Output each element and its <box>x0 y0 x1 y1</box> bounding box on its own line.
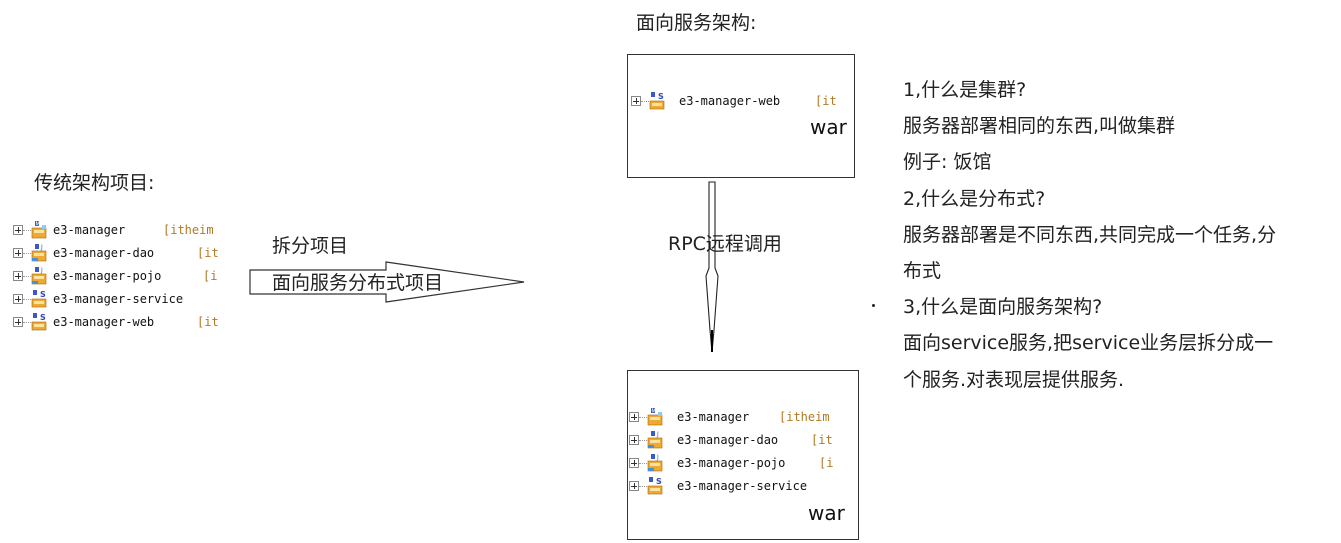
left-project-tree: M e3-manager [itheim J e3-manager-dao [i… <box>13 220 228 336</box>
maven-project-icon: M <box>31 221 47 239</box>
maven-jar-icon: J <box>31 267 47 285</box>
expand-icon[interactable] <box>13 317 23 327</box>
note-line: 1,什么是集群? <box>903 79 1027 101</box>
svg-text:M: M <box>36 222 40 228</box>
tree-row[interactable]: J e3-manager-pojo [i <box>13 266 228 286</box>
note-line: 服务器部署相同的东西,叫做集群 <box>903 115 1176 138</box>
project-suffix: [i <box>819 456 834 470</box>
tree-row[interactable]: J e3-manager-pojo [i <box>629 453 849 473</box>
maven-service-icon: S <box>31 290 47 308</box>
project-name: e3-manager <box>677 410 750 424</box>
expand-icon[interactable] <box>631 96 641 106</box>
project-suffix: [it <box>811 433 833 447</box>
tree-row[interactable]: J e3-manager-dao [it <box>13 243 228 263</box>
svg-text:S: S <box>40 313 46 322</box>
project-name: e3-manager-service <box>53 292 184 306</box>
note-line: 3,什么是面向服务架构? <box>903 296 1103 319</box>
svg-text:M: M <box>652 409 656 415</box>
svg-text:S: S <box>40 290 46 299</box>
maven-service-icon: S <box>649 92 665 110</box>
note-line: 2,什么是分布式? <box>903 187 1046 210</box>
expand-icon[interactable] <box>629 435 639 445</box>
maven-jar-icon: J <box>647 431 663 449</box>
tree-row[interactable]: S e3-manager-web [it <box>13 312 228 332</box>
maven-jar-icon: J <box>647 454 663 472</box>
note-line: 面向service服务,把service业务层拆分成一 <box>903 332 1274 355</box>
war-label: war <box>808 501 845 525</box>
svg-text:J: J <box>40 244 43 251</box>
war-label: war <box>810 115 847 139</box>
svg-text:J: J <box>40 267 43 274</box>
note-line: 服务器部署是不同东西,共同完成一个任务,分 <box>903 223 1277 246</box>
soa-title: 面向服务架构: <box>636 12 757 34</box>
maven-jar-icon: J <box>31 244 47 262</box>
traditional-title: 传统架构项目: <box>34 172 155 194</box>
svg-text:S: S <box>658 92 664 101</box>
project-suffix: [i <box>203 269 218 283</box>
expand-icon[interactable] <box>629 481 639 491</box>
svg-text:S: S <box>656 477 662 486</box>
project-name: e3-manager-dao <box>53 246 155 260</box>
project-suffix: [itheim <box>779 410 830 424</box>
project-suffix: [itheim <box>163 223 214 237</box>
notes-block: 1,什么是集群? 服务器部署相同的东西,叫做集群 例子: 饭馆 2,什么是分布式… <box>903 72 1341 398</box>
project-name: e3-manager-web <box>679 94 781 108</box>
tree-row[interactable]: J e3-manager-dao [it <box>629 430 849 450</box>
project-name: e3-manager-service <box>677 479 808 493</box>
expand-icon[interactable] <box>629 458 639 468</box>
tree-row[interactable]: M e3-manager [itheim <box>13 220 228 240</box>
expand-icon[interactable] <box>13 225 23 235</box>
tree-row[interactable]: S e3-manager-service <box>13 289 228 309</box>
web-service-box: S e3-manager-web [it war <box>627 54 855 178</box>
tree-row[interactable]: M e3-manager [itheim <box>629 407 849 427</box>
maven-service-icon: S <box>647 477 663 495</box>
split-arrow <box>249 261 525 303</box>
project-name: e3-manager-pojo <box>677 456 786 470</box>
bullet-dot <box>872 304 875 307</box>
expand-icon[interactable] <box>629 412 639 422</box>
project-name: e3-manager <box>53 223 126 237</box>
tree-row[interactable]: S e3-manager-web [it <box>631 91 843 111</box>
project-name: e3-manager-dao <box>677 433 779 447</box>
tree-row[interactable]: S e3-manager-service <box>629 476 849 496</box>
expand-icon[interactable] <box>13 294 23 304</box>
svg-text:J: J <box>656 454 659 461</box>
note-line: 个服务.对表现层提供服务. <box>903 368 1125 391</box>
rpc-connector <box>705 181 719 353</box>
maven-project-icon: M <box>647 408 663 426</box>
arrow-label-split: 拆分项目 <box>272 235 349 257</box>
project-suffix: [it <box>197 315 219 329</box>
expand-icon[interactable] <box>13 248 23 258</box>
expand-icon[interactable] <box>13 271 23 281</box>
note-line: 例子: 饭馆 <box>903 151 992 174</box>
project-suffix: [it <box>815 94 837 108</box>
arrow-label-soa: 面向服务分布式项目 <box>272 272 444 294</box>
note-line: 布式 <box>903 260 942 283</box>
project-suffix: [it <box>197 246 219 260</box>
project-name: e3-manager-web <box>53 315 155 329</box>
svg-text:J: J <box>656 431 659 438</box>
rpc-label: RPC远程调用 <box>668 233 782 255</box>
project-name: e3-manager-pojo <box>53 269 162 283</box>
core-service-box: M e3-manager [itheim J e3-manager-dao [i… <box>627 370 859 540</box>
maven-service-icon: S <box>31 313 47 331</box>
